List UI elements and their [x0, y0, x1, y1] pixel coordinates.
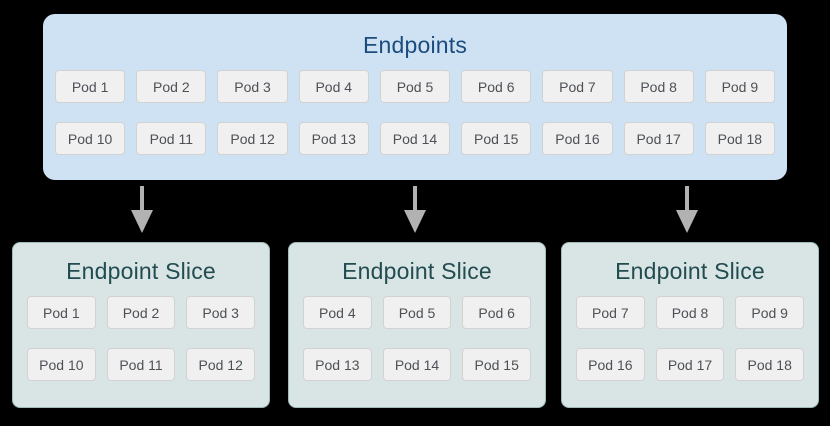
pod-chip: Pod 5 [382, 296, 452, 329]
slice-pod-grid: Pod 4 Pod 5 Pod 6 Pod 13 Pod 14 Pod 15 [289, 296, 545, 381]
endpoints-title: Endpoints [362, 32, 468, 58]
pod-chip: Pod 2 [136, 70, 207, 103]
slice-pod-row-2: Pod 10 Pod 11 Pod 12 [27, 348, 256, 381]
pod-chip: Pod 6 [461, 70, 532, 103]
pod-chip: Pod 13 [303, 348, 372, 381]
pod-chip: Pod 4 [303, 296, 372, 329]
pod-chip: Pod 6 [462, 296, 532, 329]
endpoints-pod-grid: Pod 1 Pod 2 Pod 3 Pod 4 Pod 5 Pod 6 Pod … [43, 70, 787, 155]
slice-pod-row-1: Pod 7 Pod 8 Pod 9 [576, 296, 805, 329]
pod-chip: Pod 10 [27, 348, 96, 381]
pod-chip: Pod 5 [379, 70, 451, 103]
pod-chip: Pod 12 [217, 122, 288, 155]
endpoint-slice-title: Endpoint Slice [615, 258, 765, 284]
pod-chip: Pod 14 [382, 348, 452, 381]
pod-chip: Pod 4 [298, 70, 369, 103]
pod-chip: Pod 13 [298, 122, 369, 155]
endpoint-slice-title: Endpoint Slice [342, 258, 492, 284]
pod-chip: Pod 15 [462, 348, 532, 381]
pod-chip: Pod 8 [655, 296, 725, 329]
endpoints-pod-row-2: Pod 10 Pod 11 Pod 12 Pod 13 Pod 14 Pod 1… [55, 122, 775, 155]
pod-chip: Pod 17 [623, 122, 694, 155]
pod-chip: Pod 11 [136, 122, 207, 155]
pod-chip: Pod 18 [704, 122, 775, 155]
endpoint-slice-box-3: Endpoint Slice Pod 7 Pod 8 Pod 9 Pod 16 … [561, 242, 819, 408]
pod-chip: Pod 7 [542, 70, 613, 103]
pod-chip: Pod 1 [55, 70, 126, 103]
pod-chip: Pod 14 [379, 122, 451, 155]
endpoints-pod-row-1: Pod 1 Pod 2 Pod 3 Pod 4 Pod 5 Pod 6 Pod … [55, 70, 775, 103]
pod-chip: Pod 3 [217, 70, 288, 103]
slice-pod-row-2: Pod 16 Pod 17 Pod 18 [576, 348, 805, 381]
endpoint-slice-box-1: Endpoint Slice Pod 1 Pod 2 Pod 3 Pod 10 … [12, 242, 270, 408]
pod-chip: Pod 17 [655, 348, 725, 381]
slice-pod-row-1: Pod 4 Pod 5 Pod 6 [303, 296, 532, 329]
down-arrow-icon [676, 186, 698, 233]
down-arrow-icon [404, 186, 426, 233]
pod-chip: Pod 16 [542, 122, 613, 155]
pod-chip: Pod 9 [704, 70, 775, 103]
endpoint-slice-box-2: Endpoint Slice Pod 4 Pod 5 Pod 6 Pod 13 … [288, 242, 546, 408]
pod-chip: Pod 16 [576, 348, 645, 381]
pod-chip: Pod 7 [576, 296, 645, 329]
pod-chip: Pod 8 [623, 70, 694, 103]
slice-pod-grid: Pod 1 Pod 2 Pod 3 Pod 10 Pod 11 Pod 12 [13, 296, 269, 381]
pod-chip: Pod 12 [186, 348, 256, 381]
pod-chip: Pod 10 [55, 122, 126, 155]
slice-pod-row-2: Pod 13 Pod 14 Pod 15 [303, 348, 532, 381]
pod-chip: Pod 2 [106, 296, 176, 329]
pod-chip: Pod 3 [186, 296, 256, 329]
slice-pod-grid: Pod 7 Pod 8 Pod 9 Pod 16 Pod 17 Pod 18 [562, 296, 818, 381]
slice-pod-row-1: Pod 1 Pod 2 Pod 3 [27, 296, 256, 329]
endpoints-box: Endpoints Pod 1 Pod 2 Pod 3 Pod 4 Pod 5 … [43, 14, 787, 180]
pod-chip: Pod 9 [735, 296, 805, 329]
down-arrow-icon [131, 186, 153, 233]
pod-chip: Pod 11 [106, 348, 176, 381]
pod-chip: Pod 18 [735, 348, 805, 381]
endpoint-slice-title: Endpoint Slice [66, 258, 216, 284]
pod-chip: Pod 15 [461, 122, 532, 155]
pod-chip: Pod 1 [27, 296, 96, 329]
